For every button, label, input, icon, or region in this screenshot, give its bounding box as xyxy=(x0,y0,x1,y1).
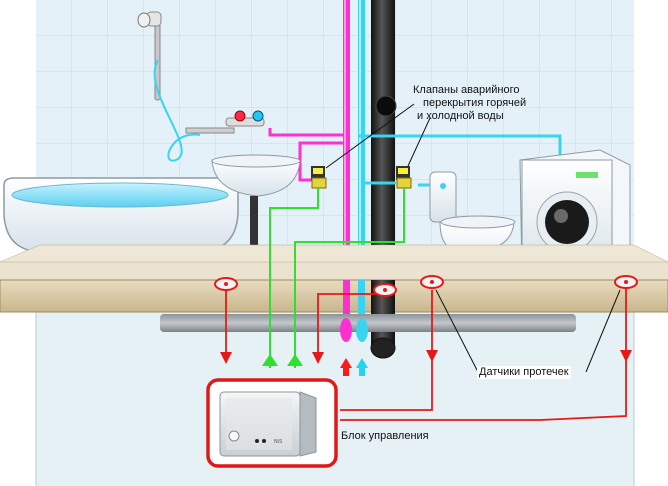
control-unit-icon: NiS xyxy=(206,378,338,468)
hot-water-riser xyxy=(343,0,350,285)
valves-label-line-3: и холодной воды xyxy=(417,110,504,122)
faucet-knobs xyxy=(225,110,265,127)
valves-label: Клапаны аварийного перекрытия горячей и … xyxy=(413,84,526,123)
control-unit-label: Блок управления xyxy=(341,430,429,442)
valve-control-wires xyxy=(269,188,405,368)
drain-stack xyxy=(371,0,395,285)
leak-sensors-label: Датчики протечек xyxy=(477,366,571,379)
device-logo: NiS xyxy=(274,439,282,445)
valve-icon xyxy=(311,166,412,189)
valves-label-line-2: перекрытия горячей xyxy=(423,97,527,109)
valves-label-line-1: Клапаны аварийного xyxy=(413,84,520,96)
sewer-pipe xyxy=(160,314,576,332)
sensor-wires xyxy=(225,288,627,421)
leak-sensor-icon xyxy=(214,275,638,297)
sink-icon xyxy=(211,154,301,266)
shower-head-icon xyxy=(137,11,235,162)
floor-slab xyxy=(0,262,668,280)
